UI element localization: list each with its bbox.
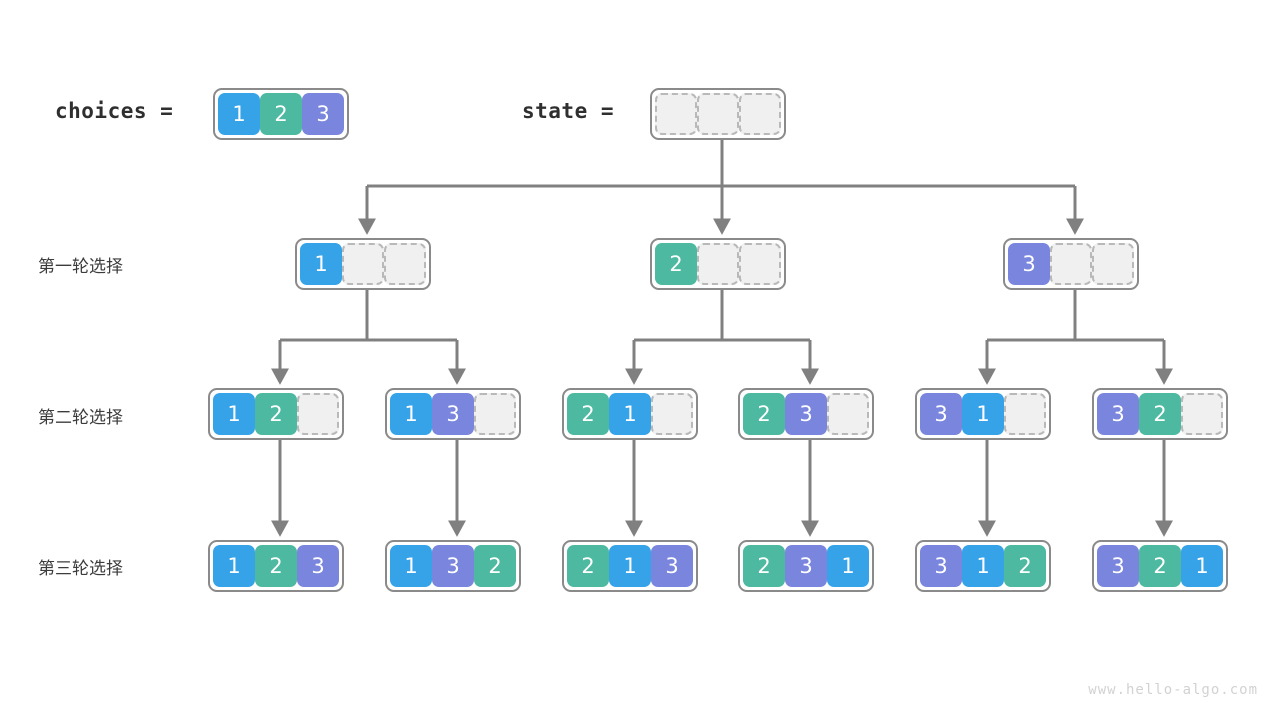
choices-label: choices = bbox=[55, 99, 174, 123]
round-2-node-6-cell-1: 3 bbox=[1097, 393, 1139, 435]
round-2-node-5-cell-1: 3 bbox=[920, 393, 962, 435]
round-1-node-3-cell-3 bbox=[1092, 243, 1134, 285]
round-2-node-5-cell-3 bbox=[1004, 393, 1046, 435]
round-1-node-1-cell-2 bbox=[342, 243, 384, 285]
round-2-node-3-cell-1: 2 bbox=[567, 393, 609, 435]
row-label-round-3: 第三轮选择 bbox=[38, 559, 123, 578]
round-3-node-5-cell-2: 1 bbox=[962, 545, 1004, 587]
choices-cell-2: 2 bbox=[260, 93, 302, 135]
round-2-node-4-cell-1: 2 bbox=[743, 393, 785, 435]
round-1-node-3: 3 bbox=[1003, 238, 1139, 290]
row-label-round-2: 第二轮选择 bbox=[38, 408, 123, 427]
round-2-node-2-cell-1: 1 bbox=[390, 393, 432, 435]
state-cell-2 bbox=[697, 93, 739, 135]
round-3-node-4-cell-2: 3 bbox=[785, 545, 827, 587]
round-1-node-2-cell-3 bbox=[739, 243, 781, 285]
round-2-node-2-cell-2: 3 bbox=[432, 393, 474, 435]
round-3-node-4-cell-3: 1 bbox=[827, 545, 869, 587]
round-3-node-6-cell-3: 1 bbox=[1181, 545, 1223, 587]
round-3-node-4-cell-1: 2 bbox=[743, 545, 785, 587]
round-3-node-1-cell-1: 1 bbox=[213, 545, 255, 587]
round-3-node-2-cell-3: 2 bbox=[474, 545, 516, 587]
round-3-node-3-cell-3: 3 bbox=[651, 545, 693, 587]
round-3-node-2-cell-2: 3 bbox=[432, 545, 474, 587]
state-label: state = bbox=[522, 99, 615, 123]
round-3-node-3-cell-1: 2 bbox=[567, 545, 609, 587]
round-2-node-6-cell-3 bbox=[1181, 393, 1223, 435]
round-2-node-5-cell-2: 1 bbox=[962, 393, 1004, 435]
watermark: www.hello-algo.com bbox=[1088, 682, 1258, 698]
round-2-node-6-cell-2: 2 bbox=[1139, 393, 1181, 435]
round-2-node-2-cell-3 bbox=[474, 393, 516, 435]
round-3-node-5-cell-3: 2 bbox=[1004, 545, 1046, 587]
round-3-node-6-cell-2: 2 bbox=[1139, 545, 1181, 587]
round-3-node-6-cell-1: 3 bbox=[1097, 545, 1139, 587]
round-2-node-1-cell-3 bbox=[297, 393, 339, 435]
round-1-node-3-cell-1: 3 bbox=[1008, 243, 1050, 285]
state-cell-1 bbox=[655, 93, 697, 135]
round-2-node-4-cell-3 bbox=[827, 393, 869, 435]
round-2-node-3-cell-2: 1 bbox=[609, 393, 651, 435]
choices-cell-3: 3 bbox=[302, 93, 344, 135]
choices-cell-1: 1 bbox=[218, 93, 260, 135]
round-1-node-2-cell-1: 2 bbox=[655, 243, 697, 285]
state-array bbox=[650, 88, 786, 140]
round-2-node-1-cell-2: 2 bbox=[255, 393, 297, 435]
round-3-node-5-cell-1: 3 bbox=[920, 545, 962, 587]
round-1-node-3-cell-2 bbox=[1050, 243, 1092, 285]
round-3-node-3-cell-2: 1 bbox=[609, 545, 651, 587]
round-2-node-3-cell-3 bbox=[651, 393, 693, 435]
round-2-node-4-cell-2: 3 bbox=[785, 393, 827, 435]
round-1-node-1-cell-3 bbox=[384, 243, 426, 285]
round-1-node-2-cell-2 bbox=[697, 243, 739, 285]
state-cell-3 bbox=[739, 93, 781, 135]
round-1-node-1-cell-1: 1 bbox=[300, 243, 342, 285]
round-2-node-1-cell-1: 1 bbox=[213, 393, 255, 435]
round-3-node-1-cell-3: 3 bbox=[297, 545, 339, 587]
round-3-node-2-cell-1: 1 bbox=[390, 545, 432, 587]
round-1-node-1: 1 bbox=[295, 238, 431, 290]
round-3-node-1-cell-2: 2 bbox=[255, 545, 297, 587]
row-label-round-1: 第一轮选择 bbox=[38, 257, 123, 276]
round-1-node-2: 2 bbox=[650, 238, 786, 290]
